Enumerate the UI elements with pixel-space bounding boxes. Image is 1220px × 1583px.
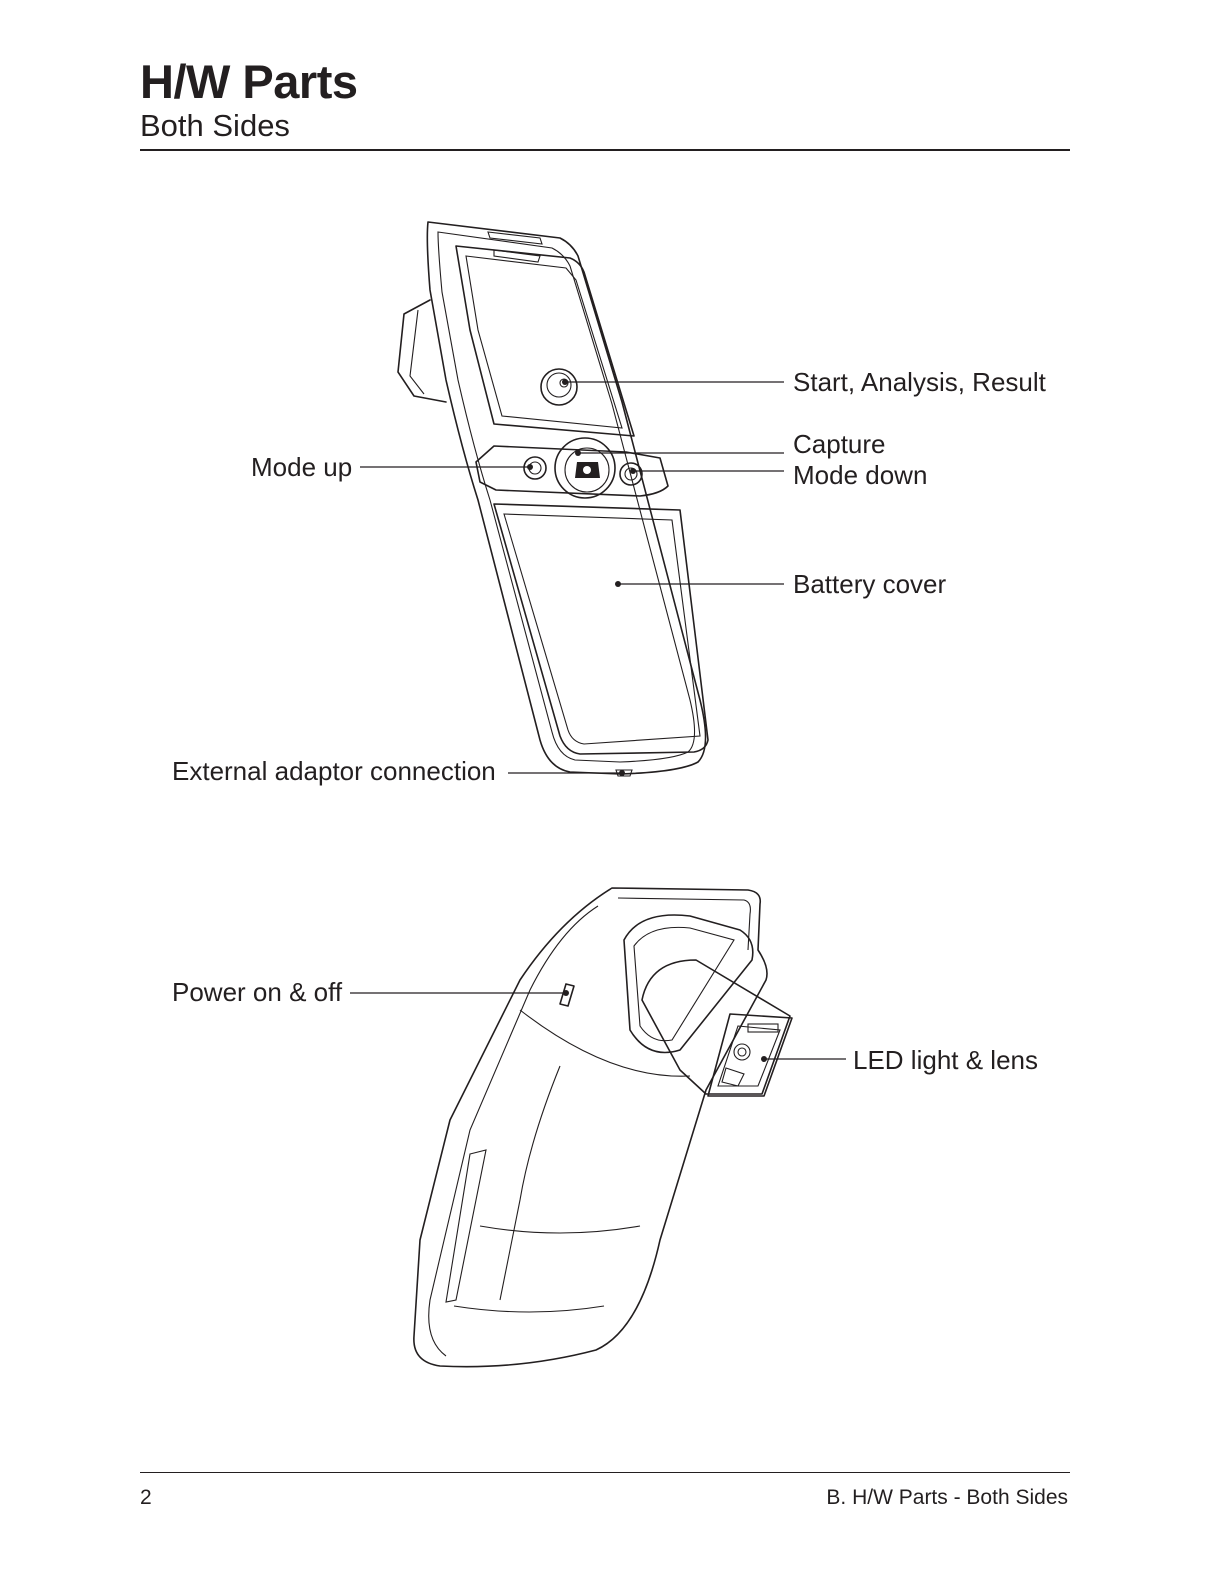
label-led-light-lens: LED light & lens bbox=[853, 1047, 1038, 1073]
label-battery-cover: Battery cover bbox=[793, 571, 946, 597]
device-back-view bbox=[414, 888, 792, 1367]
device-front-view bbox=[398, 222, 708, 776]
label-start-analysis-result: Start, Analysis, Result bbox=[793, 369, 1046, 395]
page-number: 2 bbox=[140, 1487, 152, 1508]
front-leader-lines bbox=[360, 379, 784, 776]
label-mode-down: Mode down bbox=[793, 462, 927, 488]
label-external-adaptor-connection: External adaptor connection bbox=[172, 758, 496, 784]
footer-divider bbox=[140, 1472, 1070, 1473]
label-power-on-off: Power on & off bbox=[172, 979, 342, 1005]
label-capture: Capture bbox=[793, 431, 886, 457]
label-mode-up: Mode up bbox=[251, 454, 352, 480]
footer-section-title: B. H/W Parts - Both Sides bbox=[826, 1487, 1068, 1508]
